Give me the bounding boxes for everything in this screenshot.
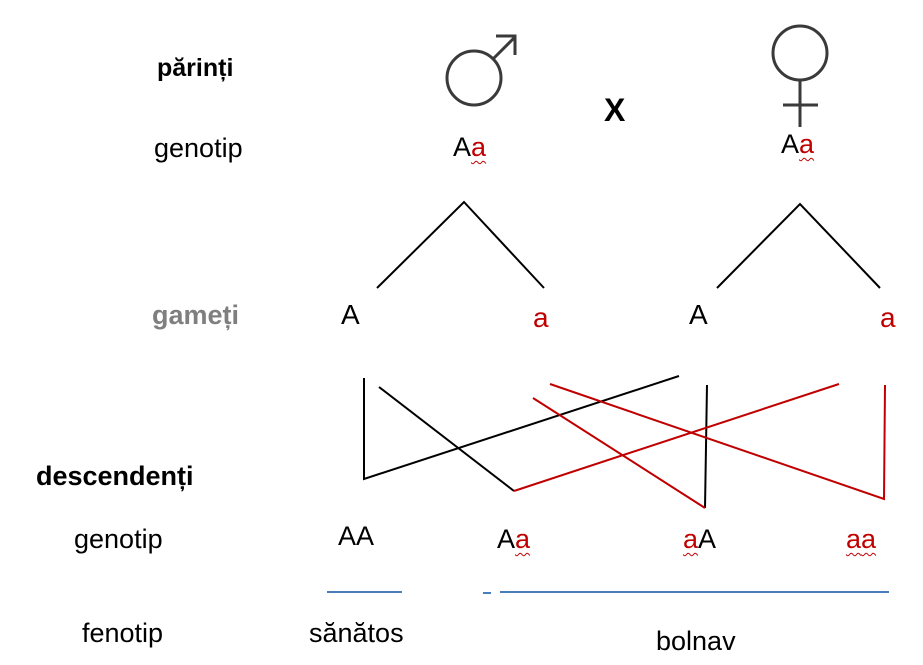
offspring-genotype: AA (338, 523, 374, 550)
male-genotype: Aa (453, 134, 486, 161)
allele-recessive: a (515, 524, 531, 554)
row-label-genotype-offspring: genotip (74, 524, 163, 554)
allele-recessive: a (799, 129, 815, 159)
gamete-female-dominant: A (689, 299, 708, 330)
branch-lines (376, 200, 881, 289)
phenotype-healthy: sănătos (309, 618, 404, 648)
phenotype-lines (327, 591, 889, 594)
cross-symbol: X (604, 92, 626, 128)
offspring-genotype: Aa (497, 526, 530, 553)
allele-dominant: A (497, 524, 516, 554)
female-genotype: Aa (781, 131, 814, 158)
row-label-phenotype: fenotip (82, 618, 164, 648)
female-symbol-icon (771, 24, 829, 127)
offspring-genotype: aa (846, 526, 876, 553)
gamete-female-recessive: a (880, 302, 896, 333)
allele-dominant: A (698, 524, 717, 554)
row-label-offspring: descendenți (36, 461, 194, 491)
allele-dominant: A (338, 521, 357, 551)
allele-recessive: a (683, 524, 699, 554)
allele-recessive: a (471, 132, 487, 162)
gamete-male-recessive: a (533, 302, 549, 333)
phenotype-sick: bolnav (656, 626, 736, 656)
row-label-gametes: gameți (152, 300, 240, 330)
row-label-parents: părinți (157, 54, 234, 82)
offspring-genotype: aA (683, 526, 716, 553)
gamete-male-dominant: A (341, 299, 360, 330)
allele-dominant: A (356, 521, 375, 551)
cross-lines-recessive (513, 383, 886, 509)
allele-recessive: a (846, 524, 862, 554)
allele-dominant: A (453, 132, 472, 162)
allele-recessive: a (861, 524, 877, 554)
row-label-genotype-parents: genotip (154, 133, 243, 163)
allele-dominant: A (781, 129, 800, 159)
cross-lines-dominant (363, 375, 708, 509)
male-symbol-icon (445, 34, 517, 107)
